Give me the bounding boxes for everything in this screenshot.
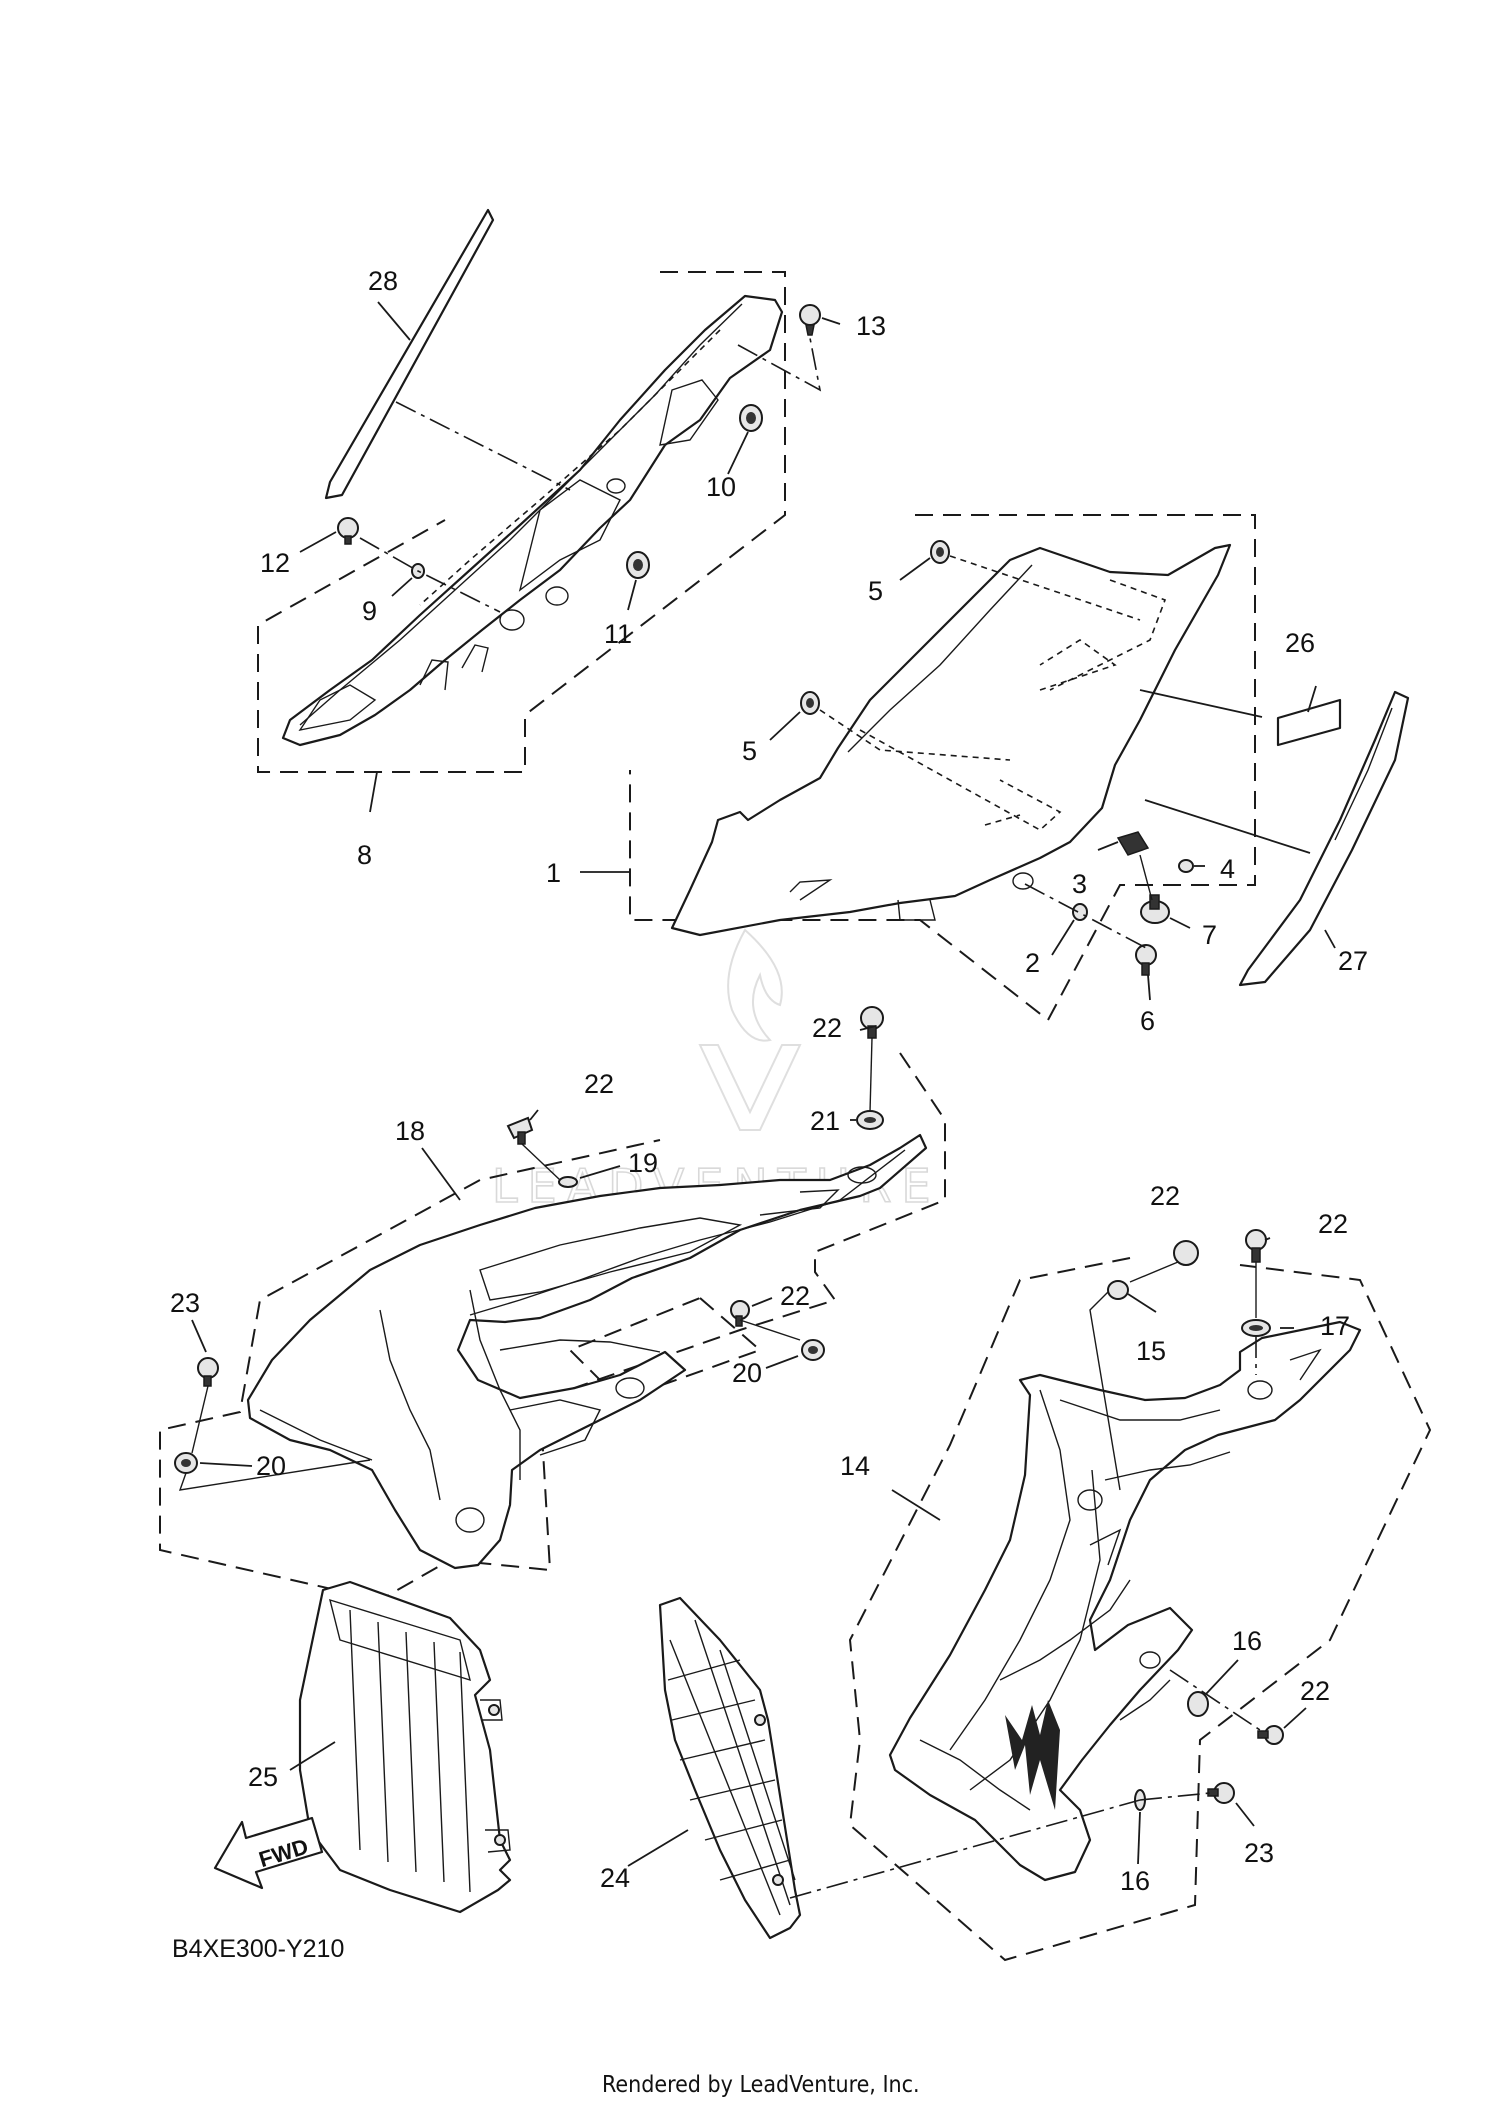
callout-22a: 22 <box>812 1013 842 1043</box>
grommet-20a <box>801 1339 825 1361</box>
radiator-guard-25 <box>298 1580 512 1914</box>
grommet-5b <box>800 691 820 715</box>
callout-22b: 22 <box>584 1069 614 1099</box>
part-group-14 <box>848 1229 1432 1962</box>
radiator-grille-24 <box>658 1596 802 1940</box>
bolt-22f <box>1257 1725 1284 1745</box>
callout-24: 24 <box>600 1863 630 1893</box>
callout-17: 17 <box>1320 1311 1350 1341</box>
callout-20a: 20 <box>732 1358 762 1388</box>
callout-23b: 23 <box>1244 1838 1274 1868</box>
callout-5b: 5 <box>742 736 757 766</box>
bolt-23a <box>197 1357 219 1387</box>
collar-19 <box>558 1176 578 1188</box>
callout-6: 6 <box>1140 1006 1155 1036</box>
radiator-shroud-18 <box>246 1133 928 1570</box>
diagram-code: B4XE300-Y210 <box>172 1935 344 1963</box>
decal-26 <box>1276 698 1342 747</box>
bolt-22b <box>506 1116 534 1145</box>
callout-22c: 22 <box>1150 1181 1180 1211</box>
callout-28: 28 <box>368 266 398 296</box>
clip-21 <box>856 1110 884 1130</box>
grommet-20b <box>174 1452 198 1474</box>
callout-27: 27 <box>1338 946 1368 976</box>
callout-11: 11 <box>604 619 632 649</box>
callout-22e: 22 <box>780 1281 810 1311</box>
callout-10: 10 <box>706 472 736 502</box>
callout-2: 2 <box>1025 948 1040 978</box>
callout-4: 4 <box>1220 854 1235 884</box>
callout-25: 25 <box>248 1762 278 1792</box>
callout-8: 8 <box>357 840 372 870</box>
callout-labels: 28 13 10 12 9 11 8 5 5 26 1 3 4 7 2 6 27… <box>170 266 1368 1896</box>
bolt-13 <box>799 304 821 336</box>
clip-3 <box>1116 831 1150 856</box>
callout-21: 21 <box>810 1106 840 1136</box>
callout-7: 7 <box>1202 920 1217 950</box>
watermark-logo <box>698 928 802 1131</box>
callout-23a: 23 <box>170 1288 200 1318</box>
part-group-1 <box>580 514 1410 1022</box>
callout-22d: 22 <box>1318 1209 1348 1239</box>
callout-15: 15 <box>1136 1336 1166 1366</box>
bolt-22e <box>1245 1229 1267 1263</box>
claw-graphic <box>1005 1700 1060 1810</box>
callout-18: 18 <box>395 1116 425 1146</box>
forward-arrow: FWD <box>213 1816 324 1890</box>
callout-22f: 22 <box>1300 1676 1330 1706</box>
grommet-10 <box>739 404 763 432</box>
bolt-22a <box>860 1006 884 1039</box>
radiator-shroud-14 <box>888 1320 1362 1882</box>
decal-27 <box>1238 690 1410 987</box>
grommet-5a <box>930 540 950 564</box>
nut-4 <box>1178 859 1194 873</box>
callout-9: 9 <box>362 596 377 626</box>
callout-19: 19 <box>628 1148 658 1178</box>
part-group-18 <box>159 1006 946 1602</box>
seat-side-cover-8 <box>281 294 784 747</box>
clip-17 <box>1241 1319 1271 1337</box>
bolt-12 <box>337 517 359 545</box>
callout-1: 1 <box>546 858 561 888</box>
washer-15 <box>1107 1280 1129 1300</box>
grommet-11 <box>626 551 650 579</box>
washer-16a <box>1187 1691 1209 1717</box>
bolt-23b <box>1207 1782 1235 1804</box>
callout-13: 13 <box>856 311 886 341</box>
callout-5a: 5 <box>868 576 883 606</box>
part-group-8 <box>257 208 841 813</box>
callout-16b: 16 <box>1120 1866 1150 1896</box>
bolt-6 <box>1135 944 1157 976</box>
callout-26: 26 <box>1285 628 1315 658</box>
callout-20b: 20 <box>256 1451 286 1481</box>
nut-22d <box>1173 1240 1199 1266</box>
side-cover-1 <box>670 543 1232 937</box>
callout-16a: 16 <box>1232 1626 1262 1656</box>
bolt-7 <box>1140 894 1170 924</box>
callout-14: 14 <box>840 1451 870 1481</box>
collar-2 <box>1072 903 1088 921</box>
footer-credit: Rendered by LeadVenture, Inc. <box>602 2072 920 2098</box>
decal-28 <box>324 208 495 500</box>
callout-12: 12 <box>260 548 290 578</box>
callout-3: 3 <box>1072 869 1087 899</box>
